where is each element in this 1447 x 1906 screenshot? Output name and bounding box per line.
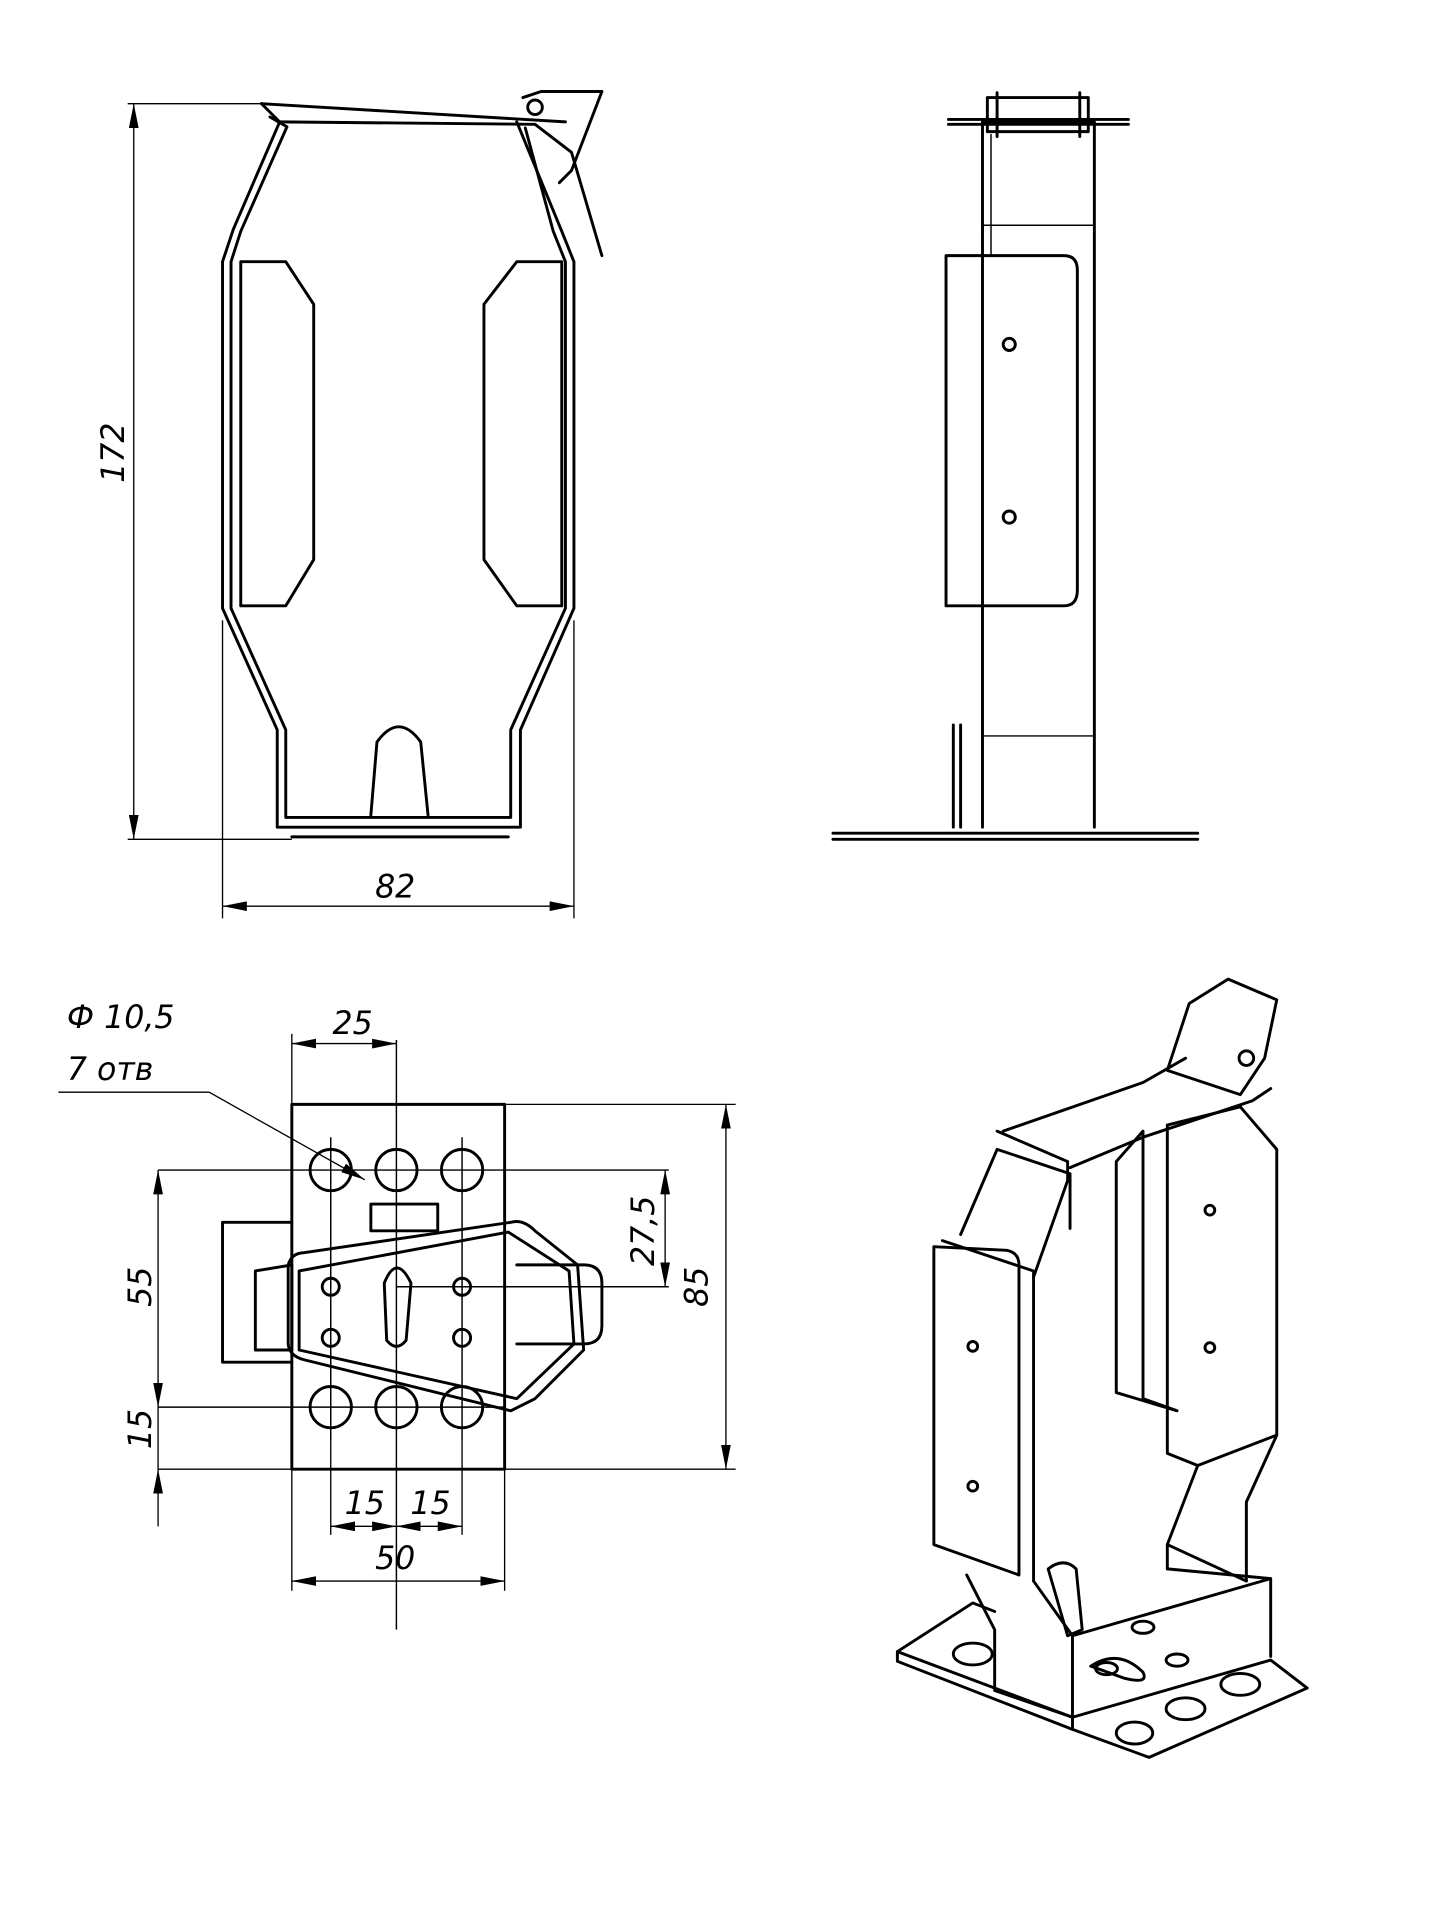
side-view <box>831 91 1200 841</box>
dim-15-edge: 15 <box>123 1409 159 1449</box>
dim-55: 55 <box>123 1267 159 1307</box>
plan-view: Ф 10,5 7 отв 25 85 27,5 55 15 15 15 50 <box>58 1000 736 1630</box>
front-view: 172 82 <box>96 90 604 919</box>
dim-27-5: 27,5 <box>626 1196 662 1266</box>
dim-50: 50 <box>375 1541 415 1577</box>
dim-25: 25 <box>333 1006 373 1042</box>
dim-height-172: 172 <box>96 422 132 482</box>
hole-count-note: 7 отв <box>67 1052 154 1088</box>
dim-width-82: 82 <box>375 870 415 906</box>
hole-diameter-note: Ф 10,5 <box>67 1000 175 1036</box>
dim-15-right: 15 <box>410 1486 450 1522</box>
dim-15-left: 15 <box>345 1486 385 1522</box>
isometric-view <box>895 977 1309 1759</box>
dim-85: 85 <box>680 1267 716 1307</box>
